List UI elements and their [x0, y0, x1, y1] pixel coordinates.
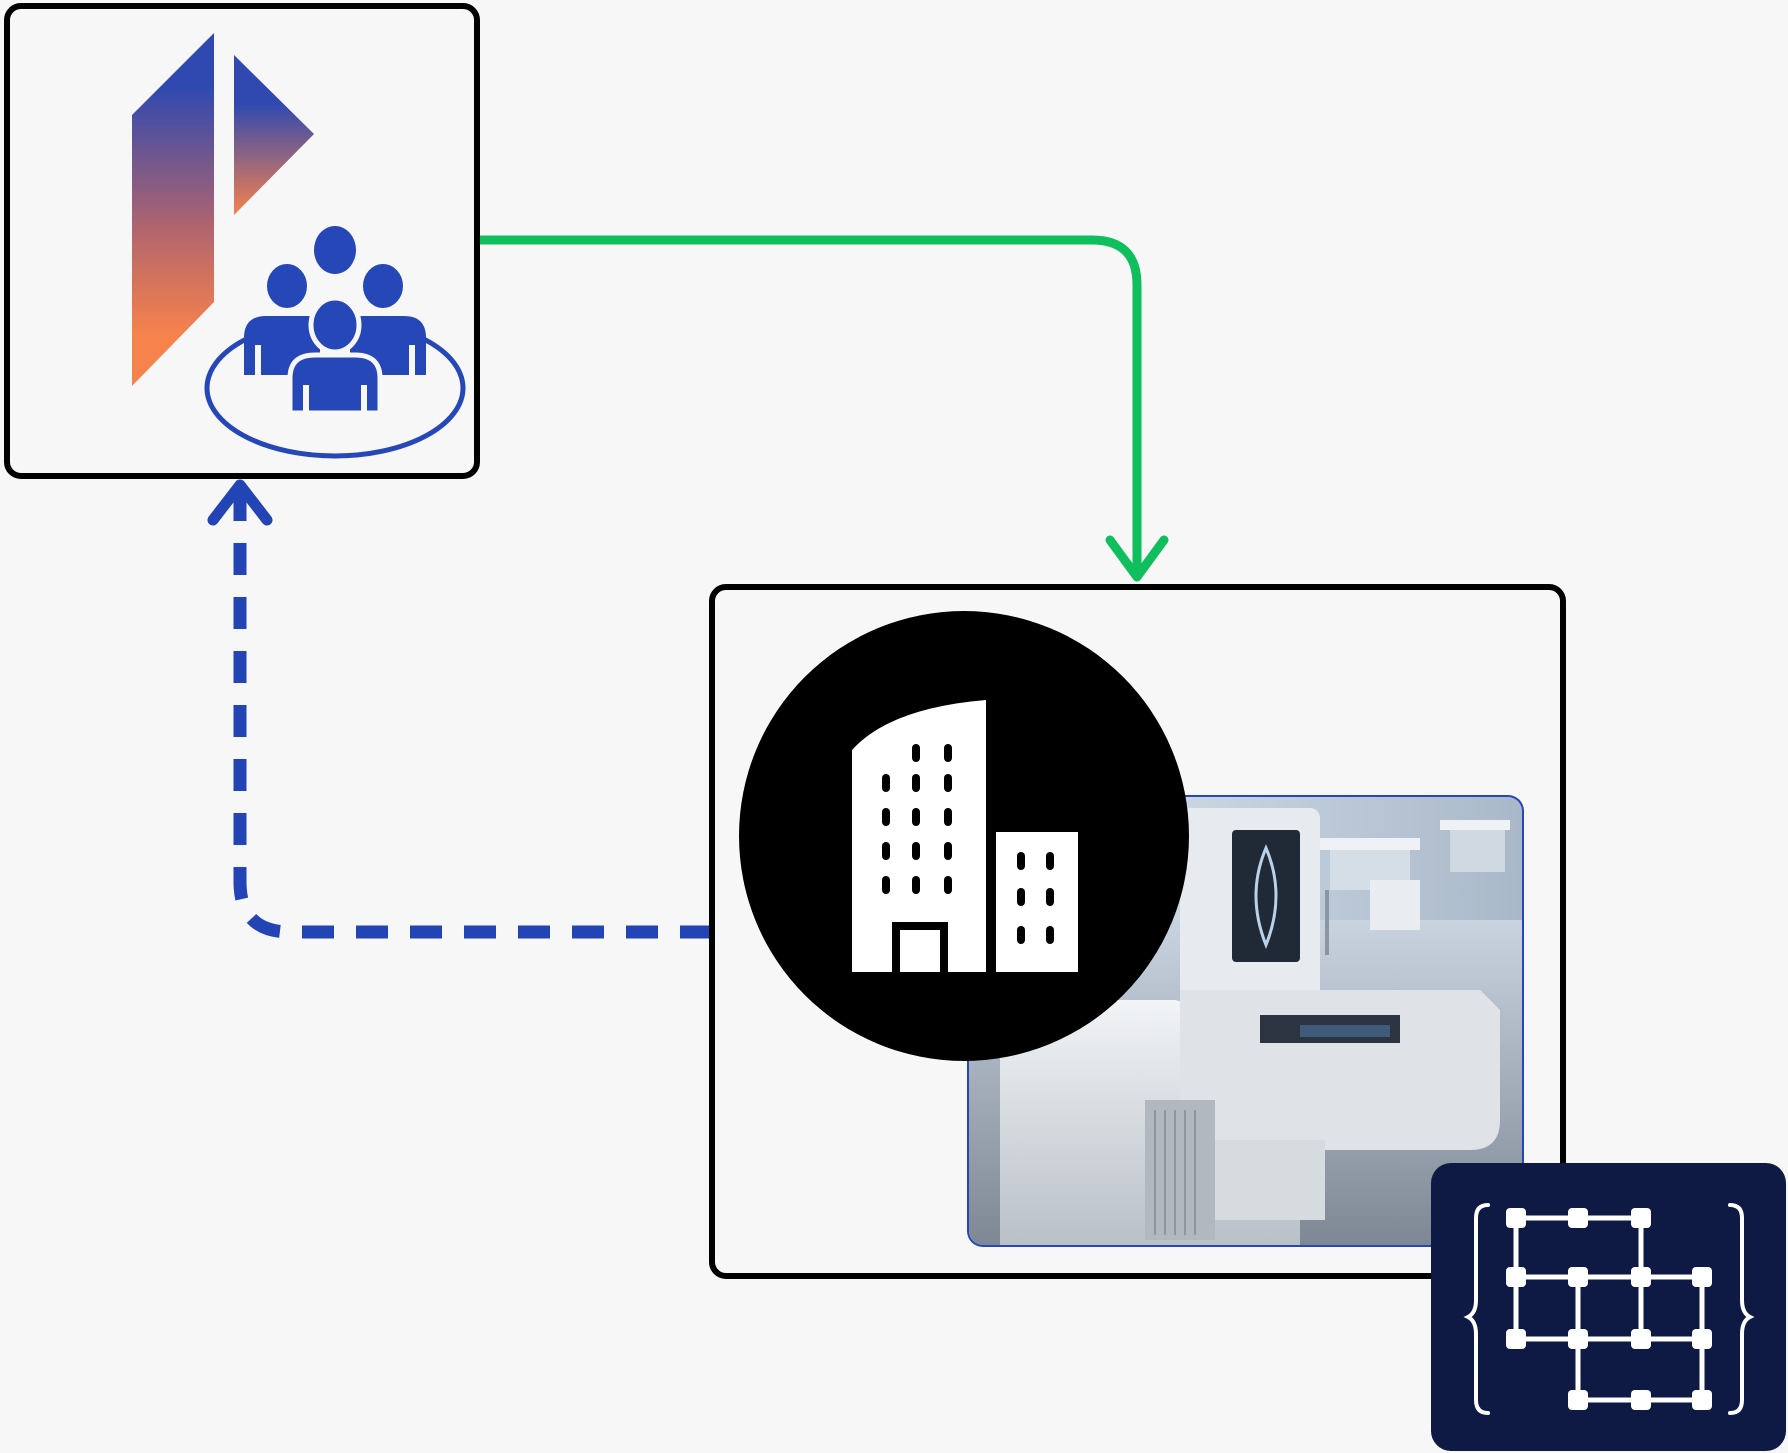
arrowhead-down-icon: [1105, 535, 1169, 582]
arrowhead-up-icon: [207, 479, 273, 526]
community-group-icon: [204, 226, 466, 459]
node-community: [4, 3, 480, 479]
edge-organization-to-community: [207, 479, 712, 939]
brand-logo-icon: [132, 33, 314, 386]
data-grid-icon: [1431, 1163, 1786, 1451]
edge-community-to-organization: [473, 235, 1169, 582]
node-organization: [709, 584, 1786, 1451]
office-building-icon: [739, 611, 1189, 1061]
